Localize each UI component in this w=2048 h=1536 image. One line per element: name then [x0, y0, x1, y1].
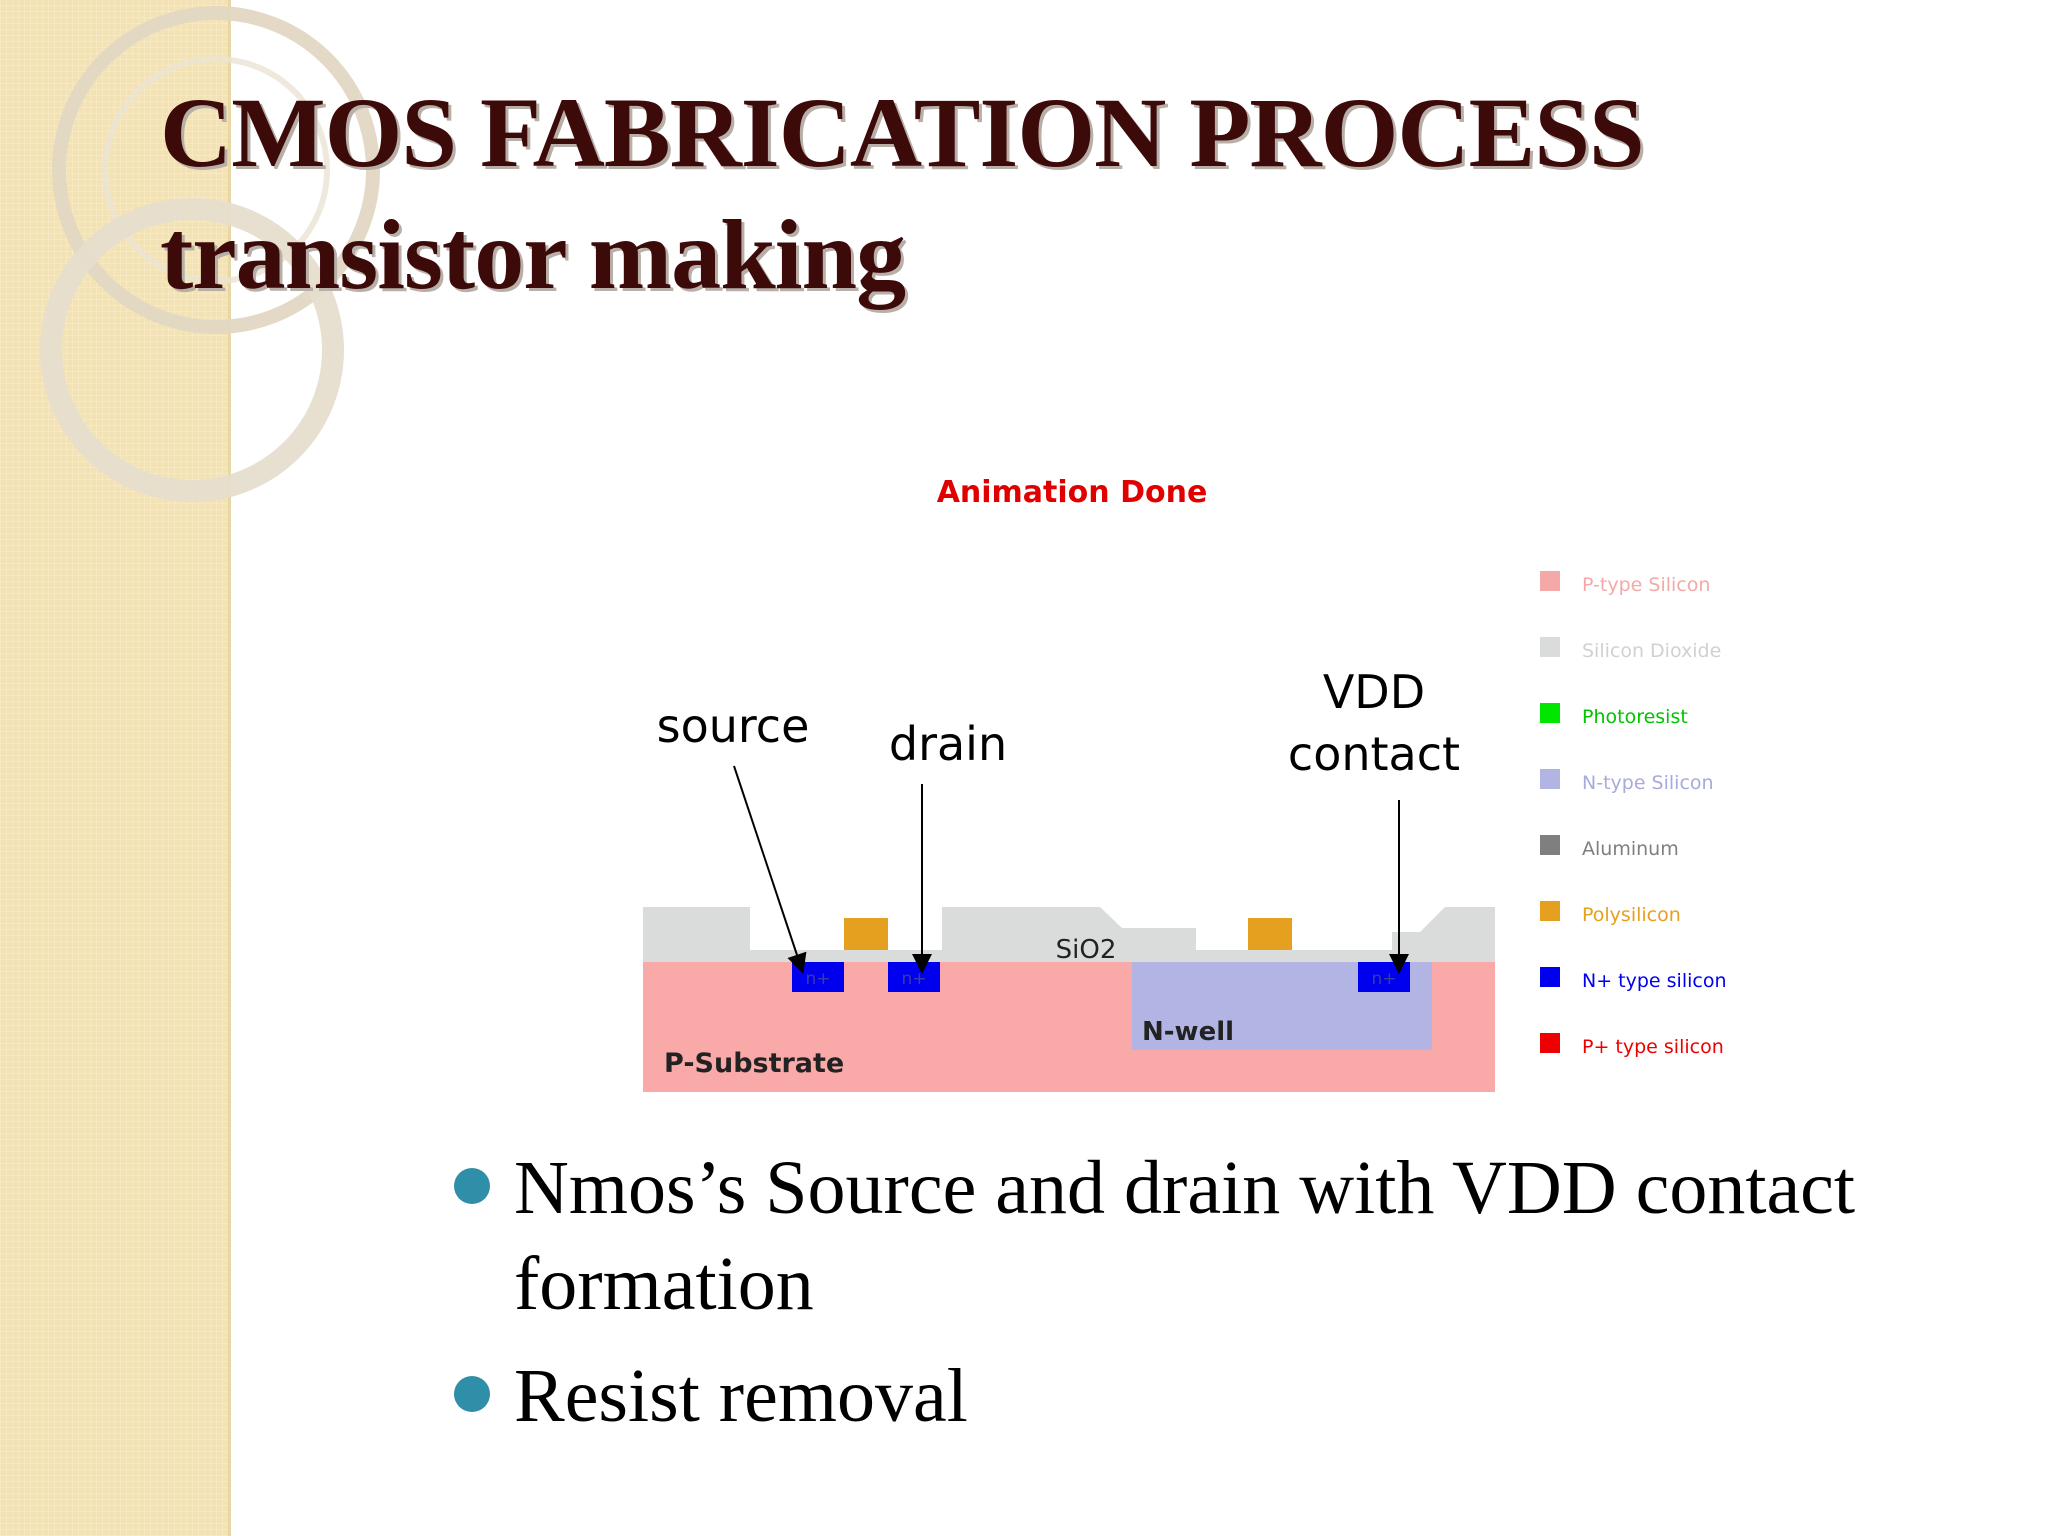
legend-swatch: [1540, 703, 1560, 723]
bullet-dot-icon: [454, 1168, 490, 1204]
legend-swatch: [1540, 571, 1560, 591]
legend-swatch: [1540, 967, 1560, 987]
bullet-dot-icon: [454, 1376, 490, 1412]
n-well-label: N-well: [1142, 1017, 1234, 1047]
legend-item-n-type-silicon: N-type Silicon: [1540, 769, 1714, 794]
p-substrate-label: P-Substrate: [664, 1048, 844, 1079]
sio2-label: SiO2: [1056, 935, 1117, 965]
drain-callout-label: drain: [889, 717, 1007, 771]
legend-item-photoresist: Photoresist: [1540, 703, 1688, 728]
n-plus-drain-label: n+: [901, 969, 926, 989]
legend-label: Silicon Dioxide: [1582, 640, 1721, 662]
legend-label: Aluminum: [1582, 838, 1679, 860]
slide-title-line-1: CMOS FABRICATION PROCESS: [160, 77, 1645, 188]
source-callout-label: source: [657, 699, 810, 753]
vdd-callout-label-line2: contact: [1288, 727, 1460, 781]
legend-item-silicon-dioxide: Silicon Dioxide: [1540, 637, 1721, 662]
vdd-callout-label-line1: VDD: [1323, 665, 1425, 719]
legend-label: N-type Silicon: [1582, 772, 1714, 794]
legend-swatch: [1540, 835, 1560, 855]
legend-swatch: [1540, 637, 1560, 657]
slide-title: CMOS FABRICATION PROCESS transistor maki…: [160, 72, 1645, 316]
legend-label: N+ type silicon: [1582, 970, 1727, 992]
legend-item-aluminum: Aluminum: [1540, 835, 1679, 860]
bullet-text: Nmos’s Source and drain with VDD contact…: [514, 1146, 1856, 1326]
source-arrow: [733, 765, 807, 974]
legend-label: Photoresist: [1582, 706, 1688, 728]
legend-item-polysilicon: Polysilicon: [1540, 901, 1681, 926]
slide-title-line-2: transistor making: [160, 199, 906, 310]
legend-label: P-type Silicon: [1582, 574, 1710, 596]
legend-label: Polysilicon: [1582, 904, 1681, 926]
bullet-item: Nmos’s Source and drain with VDD contact…: [450, 1140, 2010, 1332]
n-plus-source-label: n+: [805, 969, 830, 989]
sio2-layer: [643, 907, 1495, 962]
legend: P-type Silicon Silicon Dioxide Photoresi…: [1540, 571, 1727, 1058]
polysilicon-gate-pmos: [1248, 918, 1292, 950]
polysilicon-gate-nmos: [844, 918, 888, 950]
legend-swatch: [1540, 901, 1560, 921]
legend-item-p-type-silicon: P-type Silicon: [1540, 571, 1710, 596]
bullet-item: Resist removal: [450, 1348, 2010, 1444]
n-plus-vdd-label: n+: [1371, 969, 1396, 989]
legend-label: P+ type silicon: [1582, 1036, 1724, 1058]
bullet-text: Resist removal: [514, 1354, 968, 1438]
animation-status-text: Animation Done: [937, 475, 1208, 510]
legend-swatch: [1540, 1033, 1560, 1053]
legend-swatch: [1540, 769, 1560, 789]
legend-item-p-plus-silicon: P+ type silicon: [1540, 1033, 1724, 1058]
bullet-list: Nmos’s Source and drain with VDD contact…: [450, 1140, 2010, 1460]
legend-item-n-plus-silicon: N+ type silicon: [1540, 967, 1727, 992]
cmos-cross-section-diagram: Animation Done n+ n+ n+ SiO2 N-well P-Su…: [643, 475, 1727, 1092]
